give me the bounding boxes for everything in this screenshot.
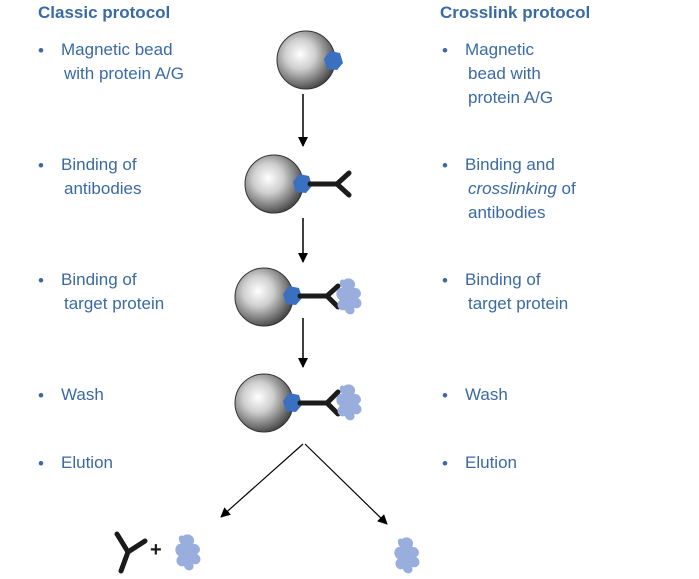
step-line: Binding and: [465, 155, 555, 174]
target-protein-icon: [175, 534, 201, 571]
bullet: •: [442, 386, 448, 405]
target-protein-icon: [336, 384, 362, 421]
step-line: antibodies: [468, 203, 546, 222]
step-line: Magnetic bead: [61, 40, 173, 59]
bullet: •: [442, 41, 448, 60]
step-line: antibodies: [64, 179, 142, 198]
step-line: with protein A/G: [64, 64, 185, 83]
classic-step-bead: Magnetic bead with protein A/G: [61, 38, 184, 86]
antibody-icon: [297, 389, 341, 417]
crosslink-protocol-title: Crosslink protocol: [440, 3, 591, 22]
crosslink-step-wash: Wash: [465, 383, 508, 407]
step-line: Wash: [465, 385, 508, 404]
arrow-split-left: [220, 443, 304, 518]
crosslink-step-elution: Elution: [465, 451, 517, 475]
crosslink-step-target: Binding of target protein: [465, 268, 568, 316]
step-line: Wash: [61, 385, 104, 404]
step-line: target protein: [468, 294, 569, 313]
antibody-icon: [307, 170, 352, 198]
arrow-split-right: [304, 443, 388, 525]
crosslink-step-bead: Magnetic bead with protein A/G: [465, 38, 553, 110]
bullet: •: [38, 156, 44, 175]
crosslinking-emphasis: crosslinking: [468, 179, 557, 198]
bullet: •: [38, 386, 44, 405]
bullet: •: [442, 454, 448, 473]
antibody-icon: [297, 283, 341, 310]
classic-step-elution: Elution: [61, 451, 113, 475]
bullet: •: [442, 156, 448, 175]
step-line: Elution: [61, 453, 113, 472]
step-line: Magnetic: [465, 40, 534, 59]
bullet: •: [38, 454, 44, 473]
crosslink-step-antibodies: Binding and crosslinking of antibodies: [465, 153, 576, 225]
step-line: Elution: [465, 453, 517, 472]
target-protein-icon: [336, 278, 362, 315]
classic-step-target: Binding of target protein: [61, 268, 164, 316]
bullet: •: [442, 271, 448, 290]
step-line: protein A/G: [468, 88, 554, 107]
classic-protocol-title: Classic protocol: [38, 3, 171, 22]
step-line: Binding of: [61, 155, 137, 174]
step-line: crosslinking of: [465, 177, 576, 201]
bullet: •: [38, 41, 44, 60]
classic-step-wash: Wash: [61, 383, 104, 407]
free-antibody-icon: [114, 531, 148, 574]
step-line: Binding of: [465, 270, 541, 289]
step-line: bead with: [468, 64, 541, 83]
target-protein-icon: [394, 537, 420, 574]
classic-step-antibodies: Binding of antibodies: [61, 153, 142, 201]
step-line-rest: of: [556, 179, 576, 198]
step-line: target protein: [64, 294, 165, 313]
plus-sign: +: [150, 539, 162, 561]
step-line: Binding of: [61, 270, 137, 289]
bullet: •: [38, 271, 44, 290]
